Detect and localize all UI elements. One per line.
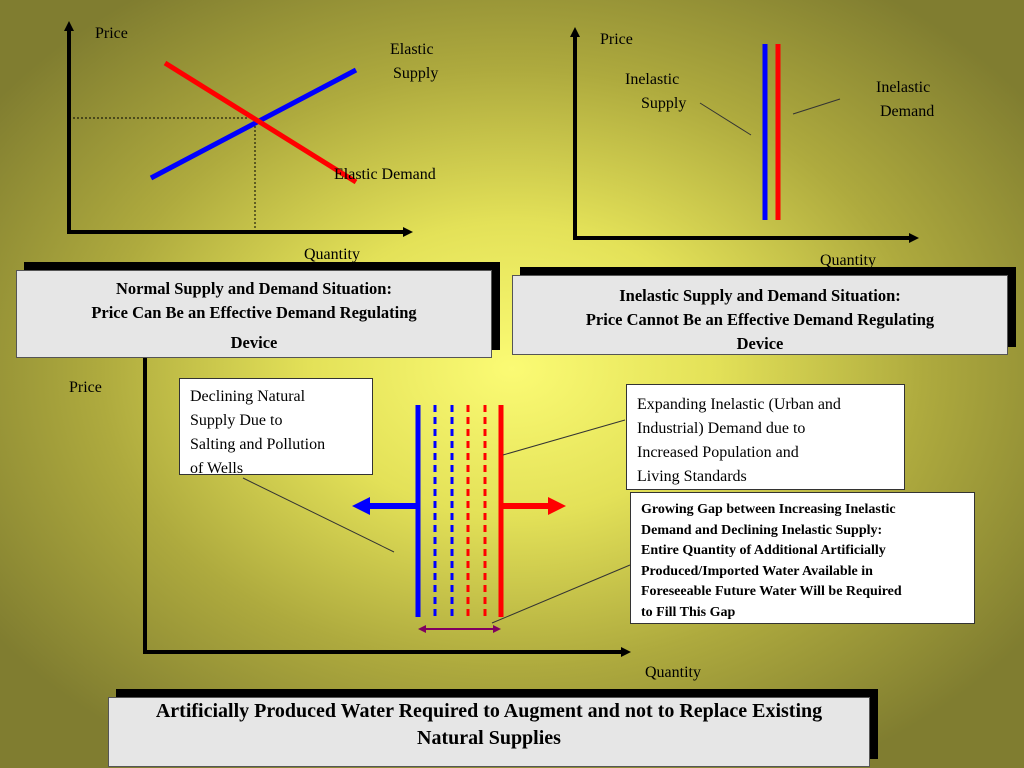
elastic-demand-label: Elastic Demand <box>334 166 436 183</box>
expanding-note-line2: Industrial) Demand due to <box>637 420 806 437</box>
footer-line1: Artificially Produced Water Required to … <box>155 700 823 722</box>
inelastic-panel: Price Quantity Inelastic Supply Inelasti… <box>570 27 934 269</box>
elastic-supply-label-line2: Supply <box>393 65 438 82</box>
gap-note-line3: Entire Quantity of Additional Artificial… <box>641 543 886 559</box>
inelastic-supply-label-line1: Inelastic <box>625 71 679 88</box>
elastic-quantity-label: Quantity <box>304 246 360 263</box>
elastic-price-label: Price <box>95 25 128 42</box>
gap-quantity-label: Quantity <box>645 664 701 681</box>
elastic-caption-line3: Device <box>230 333 278 352</box>
gap-panel: Price Quantity <box>69 352 701 681</box>
gap-note-line4: Produced/Imported Water Available in <box>641 563 873 579</box>
demand-shift-right-arrow <box>548 497 566 515</box>
inelastic-caption-box: Inelastic Supply and Demand Situation: P… <box>512 275 1008 355</box>
gap-note-pointer <box>491 564 631 624</box>
expanding-demand-note: Expanding Inelastic (Urban and Industria… <box>626 384 905 490</box>
footer-banner: Artificially Produced Water Required to … <box>108 697 870 767</box>
footer-line2: Natural Supplies <box>417 727 561 749</box>
elastic-caption-line2: Price Can Be an Effective Demand Regulat… <box>91 303 417 322</box>
inelastic-quantity-label: Quantity <box>820 252 876 269</box>
declining-note-line1: Declining Natural <box>190 388 306 405</box>
elastic-demand-line <box>163 60 358 185</box>
expanding-note-pointer <box>502 419 626 456</box>
gap-note-line1: Growing Gap between Increasing Inelastic <box>641 502 896 517</box>
expanding-note-line3: Increased Population and <box>637 444 799 461</box>
declining-note-line3: Salting and Pollution <box>190 436 326 453</box>
supply-shift-left-arrow <box>352 497 370 515</box>
gap-note-line5: Foreseeable Future Water Will be Require… <box>641 584 902 600</box>
inelastic-supply-pointer <box>699 102 752 136</box>
inelastic-demand-pointer <box>792 98 841 115</box>
gap-note-line6: to Fill This Gap <box>641 604 736 620</box>
inelastic-demand-label-line2: Demand <box>880 103 934 120</box>
elastic-panel: Price Quantity Elastic Supply Elastic De… <box>64 21 438 263</box>
elastic-caption-line1: Normal Supply and Demand Situation: <box>116 279 392 298</box>
declining-note-pointer <box>242 477 395 553</box>
growing-gap-note: Growing Gap between Increasing Inelastic… <box>630 492 975 624</box>
inelastic-caption-line3: Device <box>736 334 784 353</box>
inelastic-caption-line1: Inelastic Supply and Demand Situation: <box>619 286 901 305</box>
elastic-caption-box: Normal Supply and Demand Situation: Pric… <box>16 270 492 358</box>
inelastic-caption-line2: Price Cannot Be an Effective Demand Regu… <box>585 310 935 329</box>
gap-price-label: Price <box>69 379 102 396</box>
declining-note-line2: Supply Due to <box>190 412 283 429</box>
inelastic-supply-label-line2: Supply <box>641 95 686 112</box>
inelastic-demand-label-line1: Inelastic <box>876 79 930 96</box>
gap-note-line2: Demand and Declining Inelastic Supply: <box>641 522 883 538</box>
expanding-note-line1: Expanding Inelastic (Urban and <box>637 396 841 413</box>
declining-note-line4: of Wells <box>190 460 244 477</box>
elastic-supply-line <box>149 67 358 181</box>
elastic-supply-label-line1: Elastic <box>390 41 434 58</box>
declining-supply-note: Declining Natural Supply Due to Salting … <box>179 378 373 477</box>
expanding-note-line4: Living Standards <box>637 468 747 485</box>
inelastic-price-label: Price <box>600 31 633 48</box>
